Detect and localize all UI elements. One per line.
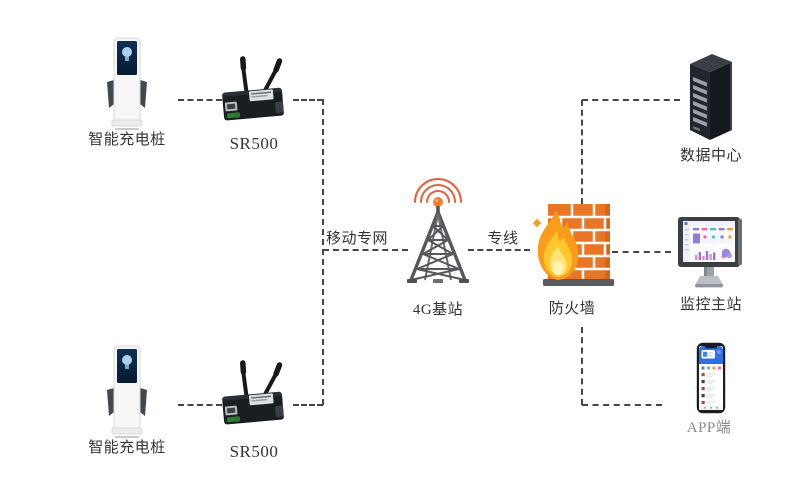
monitor-station-icon bbox=[673, 215, 749, 296]
charging-pile-top-label: 智能充电桩 bbox=[88, 132, 166, 148]
router-sr500-top-label: SR500 bbox=[229, 134, 279, 153]
connector-to-datacenter bbox=[582, 99, 680, 101]
link-label-mobile-private-network: 移动专网 bbox=[325, 231, 388, 247]
connector-firewall-down bbox=[581, 327, 583, 405]
connector-firewall-to-monitor bbox=[612, 251, 671, 253]
firewall-icon bbox=[528, 202, 616, 299]
firewall-label: 防火墙 bbox=[548, 301, 596, 317]
connector-charger-top-to-router bbox=[178, 99, 222, 101]
router-sr500-top-icon bbox=[216, 54, 292, 133]
connector-trunk-to-basestation bbox=[323, 249, 408, 251]
connector-router-top-to-trunk bbox=[293, 99, 323, 101]
charging-pile-bottom-icon bbox=[97, 344, 157, 445]
4g-base-station-icon bbox=[392, 178, 484, 295]
router-sr500-bottom-icon bbox=[216, 358, 292, 437]
monitor-station-label: 监控主站 bbox=[679, 297, 742, 313]
connector-trunk-vertical bbox=[322, 99, 324, 405]
app-phone-icon bbox=[696, 342, 726, 419]
data-center-label: 数据中心 bbox=[679, 148, 742, 164]
link-label-dedicated-line: 专线 bbox=[487, 231, 519, 247]
router-sr500-bottom-label: SR500 bbox=[229, 442, 279, 461]
charging-pile-top-icon bbox=[97, 36, 157, 137]
data-center-icon bbox=[682, 48, 738, 149]
app-label: APP端 bbox=[686, 420, 732, 436]
connector-basestation-to-firewall bbox=[468, 249, 530, 251]
connector-router-bottom-to-trunk bbox=[293, 404, 323, 406]
connector-charger-bottom-to-router bbox=[178, 404, 222, 406]
4g-base-station-label: 4G基站 bbox=[412, 302, 464, 318]
charging-pile-bottom-label: 智能充电桩 bbox=[88, 440, 166, 456]
connector-firewall-up bbox=[581, 100, 583, 204]
connector-to-app bbox=[582, 404, 662, 406]
